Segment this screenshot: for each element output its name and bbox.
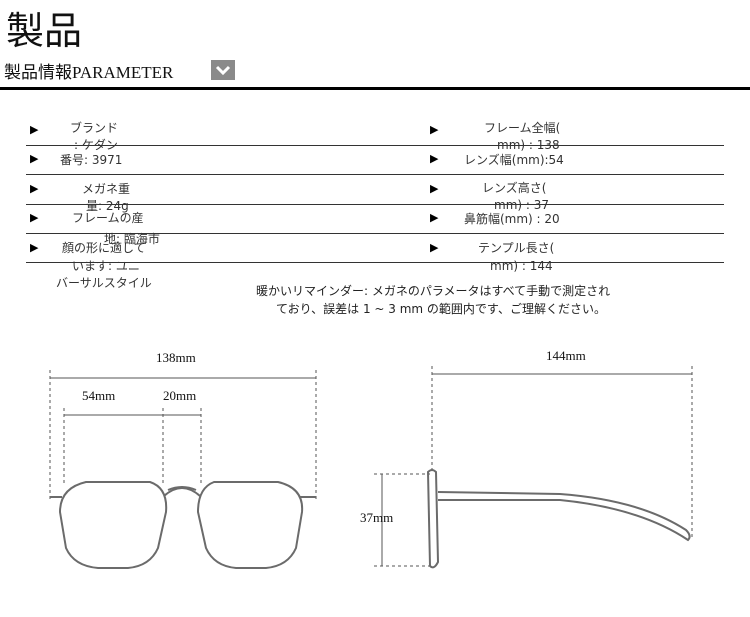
bullet-icon: ▶ — [430, 152, 439, 165]
param-label: フレーム全幅( — [484, 121, 561, 135]
left-lens-shape — [58, 481, 168, 569]
temple-arm-shape — [437, 491, 691, 542]
param-value: 量: 24g — [86, 199, 129, 213]
row-divider — [26, 233, 724, 234]
param-value: います: ユニ — [72, 259, 140, 273]
lens-height-label: 37mm — [360, 510, 394, 525]
bullet-icon: ▶ — [30, 241, 39, 254]
row-divider — [26, 204, 724, 205]
reminder-note-line1: 暖かいリマインダー: メガネのパラメータはすべて手動で測定され — [256, 284, 611, 298]
row-divider — [26, 262, 724, 263]
param-label: 鼻筋幅(mm) : 20 — [464, 212, 560, 226]
param-label: 顔の形に適して — [62, 241, 146, 255]
section-subtitle: 製品情報PARAMETER — [4, 63, 174, 82]
bullet-icon: ▶ — [430, 211, 439, 224]
param-value: mm) : 138 — [497, 138, 560, 152]
reminder-note-line2: ており、誤差は 1 ~ 3 mm の範囲内です、ご理解ください。 — [276, 302, 606, 316]
bullet-icon: ▶ — [30, 211, 39, 224]
param-label: 番号: 3971 — [60, 153, 123, 167]
bridge-top-bar — [167, 486, 197, 491]
bullet-icon: ▶ — [30, 123, 39, 136]
row-divider — [26, 145, 724, 146]
param-value: mm) : 144 — [490, 259, 553, 273]
page-title: 製品 — [6, 9, 83, 53]
param-label: テンプル長さ( — [478, 241, 555, 255]
param-value: : ケダン — [74, 138, 118, 152]
chevron-down-icon[interactable] — [211, 60, 235, 80]
header-divider — [0, 87, 750, 90]
temple-length-label: 144mm — [546, 348, 586, 363]
param-label: ブランド — [70, 121, 119, 135]
right-lens-shape — [196, 481, 304, 569]
param-value: 地: 臨海市 — [104, 232, 160, 246]
bullet-icon: ▶ — [30, 182, 39, 195]
param-value: mm) : 37 — [494, 198, 550, 212]
param-label: レンズ高さ( — [482, 181, 547, 195]
bullet-icon: ▶ — [430, 241, 439, 254]
param-label: バーサルスタイル — [56, 276, 152, 290]
row-divider — [26, 174, 724, 175]
frame-width-label: 138mm — [156, 350, 196, 365]
lens-width-label: 54mm — [82, 388, 116, 403]
bullet-icon: ▶ — [430, 182, 439, 195]
param-label: レンズ幅(mm):54 — [464, 153, 564, 167]
param-label: メガネ重 — [82, 182, 131, 196]
bullet-icon: ▶ — [30, 152, 39, 165]
bullet-icon: ▶ — [430, 123, 439, 136]
side-lens-shape — [426, 469, 440, 569]
param-label: フレームの産 — [72, 211, 144, 225]
bridge-width-label: 20mm — [163, 388, 197, 403]
